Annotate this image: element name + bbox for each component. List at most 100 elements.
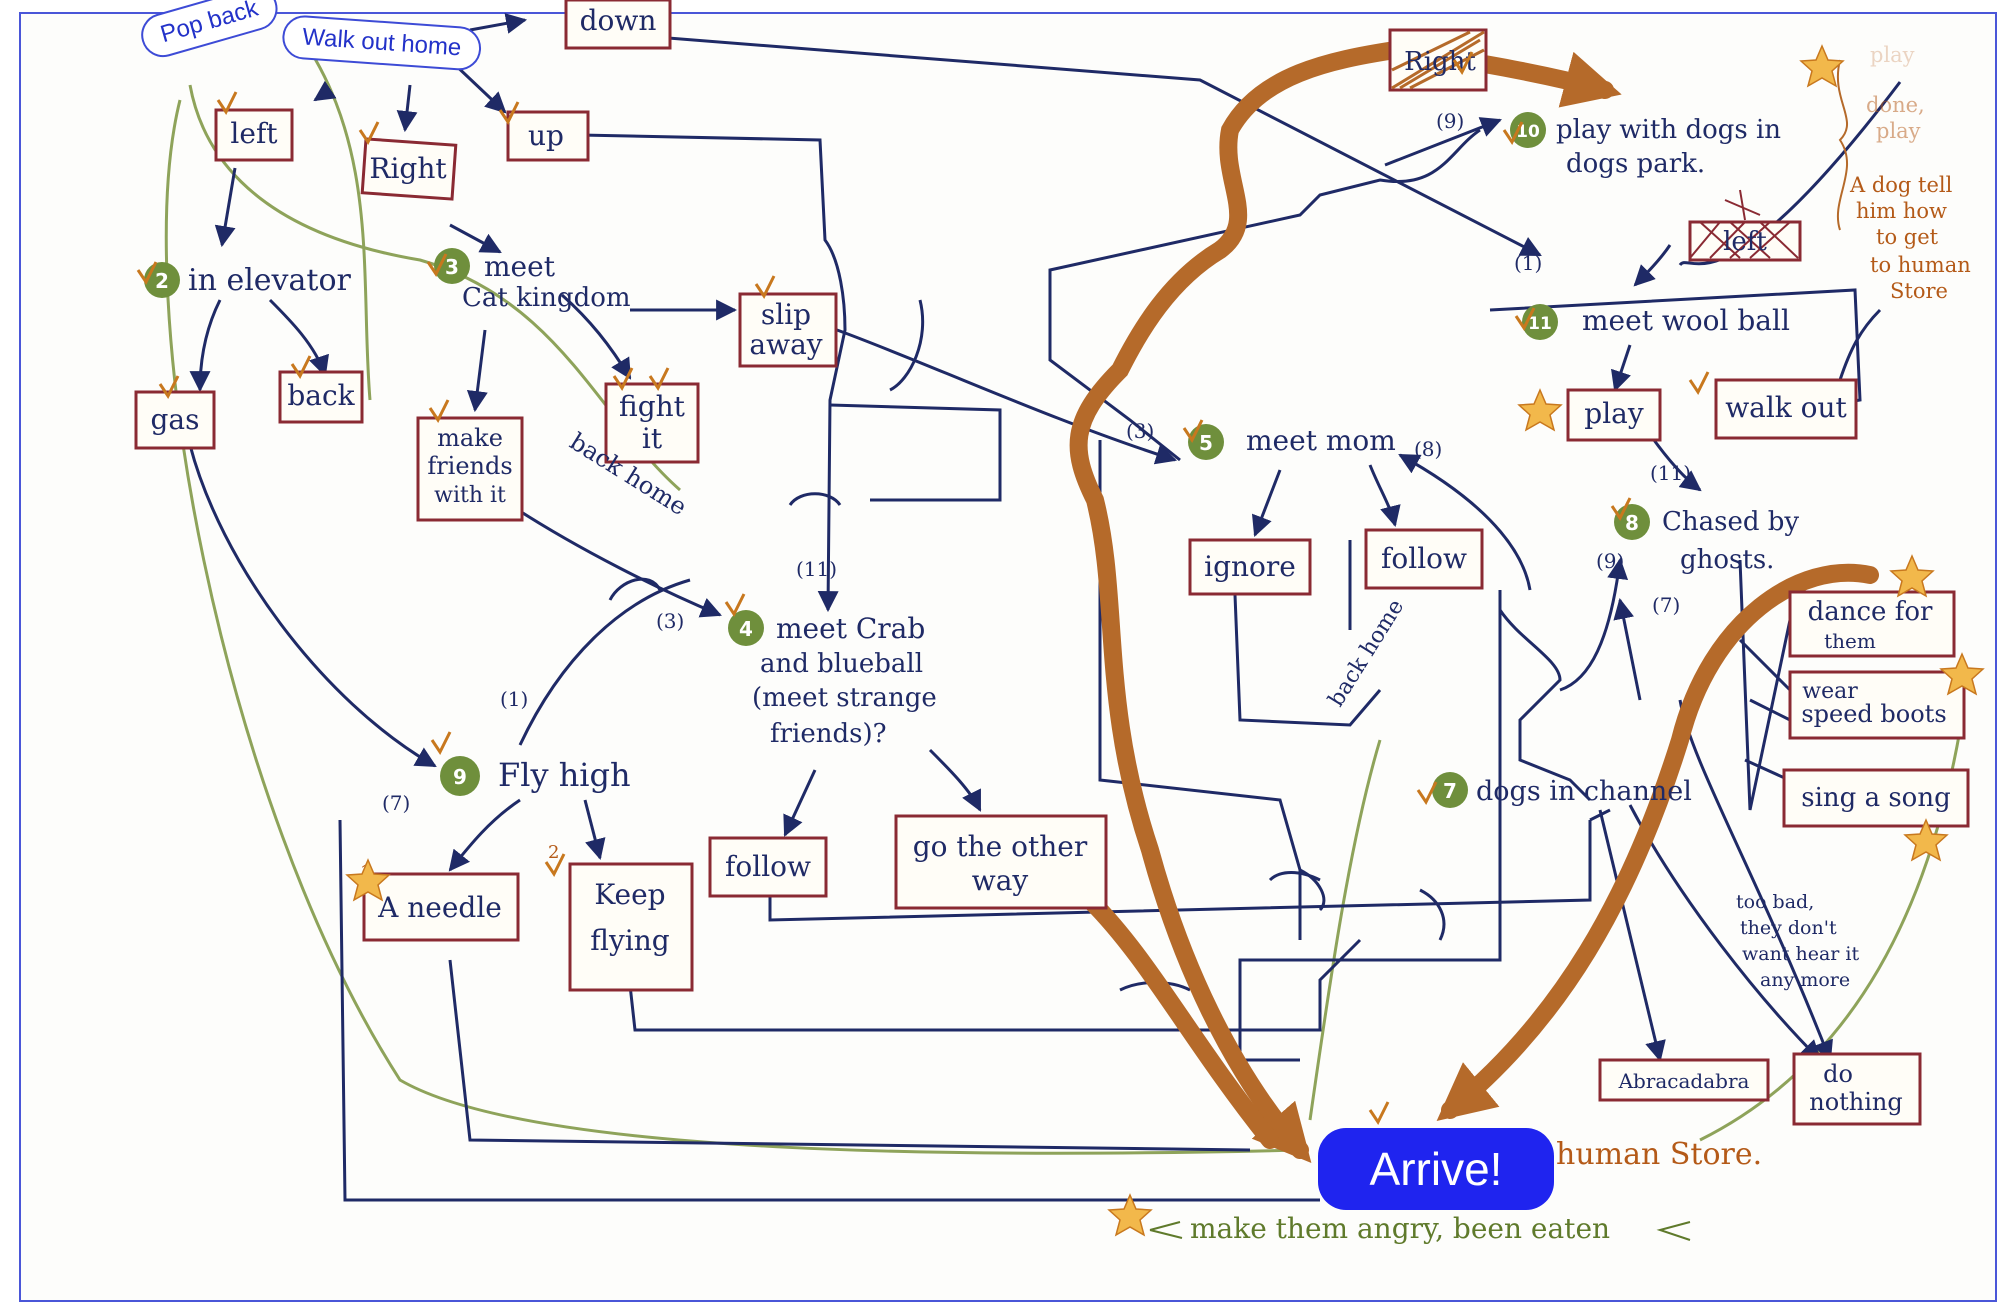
star-icon (1799, 44, 1845, 88)
choice-keep-flying: Keep flying (568, 862, 694, 992)
choice-abracadabra: Abracadabra (1598, 1058, 1770, 1102)
choice-make-friends: make friends with it (416, 416, 524, 522)
choice-right-crossed: Right (1388, 28, 1488, 92)
do-nothing-line-1: do (1823, 1060, 1853, 1088)
node-4-line-1: meet Crab (776, 612, 925, 645)
check-icon (1502, 121, 1524, 145)
check-icon (358, 121, 380, 145)
star-icon (1939, 652, 1985, 696)
node-11-label: meet wool ball (1582, 304, 1790, 337)
choice-left-label: left (230, 117, 278, 150)
check-icon (648, 367, 670, 391)
right-crossed-label: Right (1404, 47, 1476, 77)
edge-label: (9) (1596, 549, 1624, 573)
wear-boots-line-1: wear (1802, 679, 1858, 704)
story-nodes: 2 in elevator 3 meet Cat kingdom 4 meet … (144, 112, 1799, 808)
slip-away-line-2: away (749, 328, 822, 361)
node-10-line-1: play with dogs in (1556, 115, 1781, 145)
node-4-number: 4 (739, 617, 753, 641)
star-icon (1903, 818, 1949, 862)
node-3: 3 meet Cat kingdom (434, 248, 631, 313)
node-10-number: 10 (1516, 122, 1540, 142)
choice-do-nothing: do nothing (1792, 1052, 1922, 1126)
abracadabra-label: Abracadabra (1618, 1069, 1750, 1093)
check-icon (216, 91, 238, 115)
choice-slip-away: slip away (738, 292, 838, 368)
check-icon (428, 399, 450, 423)
check-icon (1368, 1101, 1390, 1125)
edge-label: (8) (1414, 437, 1442, 461)
dance-line-1: dance for (1808, 597, 1933, 627)
dog-tell-line-2: him how (1856, 199, 1947, 223)
check-icon (1452, 51, 1474, 75)
walk-out-label: walk out (1725, 391, 1847, 424)
choice-back: back (278, 370, 364, 424)
other-way-line-1: go the other (913, 830, 1088, 863)
node-3-number: 3 (445, 255, 459, 279)
arrive-button[interactable]: Arrive! (1318, 1128, 1554, 1210)
do-nothing-line-2: nothing (1809, 1088, 1903, 1116)
node-11-number: 11 (1528, 314, 1552, 334)
choice-wear-boots: wear speed boots (1788, 670, 1966, 740)
choice-follow-mom: follow (1364, 528, 1484, 590)
check-icon (1416, 781, 1438, 805)
choice-needle: A needle (362, 872, 520, 942)
wear-boots-line-2: speed boots (1801, 700, 1946, 728)
too-bad-line-4: any more (1760, 969, 1850, 991)
node-9-label: Fly high (498, 756, 631, 794)
node-5-label: meet mom (1246, 424, 1396, 457)
node-4: 4 meet Crab and blueball (meet strange f… (728, 610, 937, 749)
left-crossed-label: left (1723, 227, 1767, 257)
play-label: play (1584, 397, 1644, 430)
node-4-line-3: (meet strange (752, 683, 937, 713)
edge-label: (3) (656, 609, 684, 633)
node-8: 8 Chased by ghosts. (1614, 504, 1799, 575)
slip-away-line-1: slip (761, 298, 811, 331)
choice-fight-it: fight it (604, 382, 700, 464)
sing-label: sing a song (1801, 783, 1950, 813)
ignore-label: ignore (1204, 550, 1296, 583)
choice-down-label: down (580, 4, 657, 37)
choice-other-way: go the other way (894, 814, 1108, 910)
too-bad-line-1: too bad, (1736, 891, 1814, 913)
choice-right: Right (360, 137, 458, 201)
dog-tell-line-1: A dog tell (1849, 173, 1953, 197)
node-9: 9 Fly high (440, 756, 631, 796)
node-8-line-1: Chased by (1662, 507, 1799, 537)
star-note-2: 2 (548, 842, 559, 863)
node-4-line-4: friends)? (770, 719, 887, 749)
node-10: 10 play with dogs in dogs park. (1510, 112, 1781, 179)
star-icon (1107, 1193, 1153, 1237)
edge-label: (11) (1650, 461, 1691, 485)
check-icon (498, 101, 520, 125)
node-7: 7 dogs in channel (1432, 772, 1692, 808)
edge-label: (1) (1514, 251, 1542, 275)
choice-left-crossed: left (1688, 189, 1802, 262)
play-done-line-3: play (1876, 119, 1921, 143)
node-2: 2 in elevator (144, 262, 352, 298)
make-friends-line-3: with it (434, 483, 506, 508)
too-bad-line-2: they don't (1740, 917, 1837, 939)
node-4-line-2: and blueball (760, 649, 923, 679)
choice-down: down (564, 0, 672, 50)
star-icon (345, 858, 391, 902)
other-way-line-2: way (972, 864, 1029, 897)
choice-gas: gas (134, 390, 216, 450)
fight-it-line-1: fight (619, 390, 686, 423)
node-11: 11 meet wool ball (1522, 304, 1790, 340)
check-icon (426, 253, 448, 277)
keep-flying-line-1: Keep (594, 878, 665, 911)
dance-line-2: them (1824, 629, 1876, 653)
choice-ignore: ignore (1188, 538, 1312, 596)
edge-label: (9) (1436, 109, 1464, 133)
fight-it-line-2: it (642, 422, 663, 455)
node-5: 5 meet mom (1188, 424, 1396, 460)
choice-follow-crab: follow (708, 836, 828, 898)
node-8-line-2: ghosts. (1680, 545, 1774, 575)
choice-walk-out: walk out (1714, 378, 1858, 440)
node-3-line-1: meet (484, 250, 556, 283)
choice-right-label: Right (369, 152, 447, 185)
node-10-line-2: dogs park. (1566, 149, 1705, 179)
check-icon (1610, 497, 1632, 521)
edge-label: (11) (796, 557, 837, 581)
